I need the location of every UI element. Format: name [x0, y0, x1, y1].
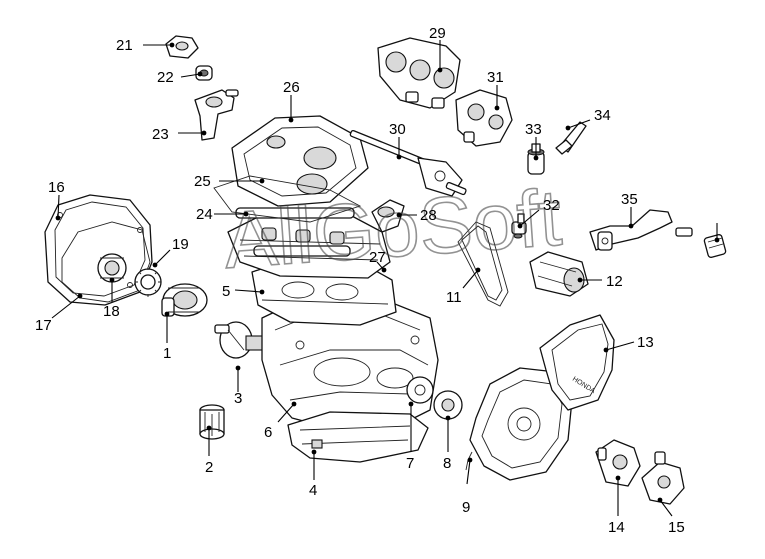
callout-26: 27 [369, 249, 386, 266]
part-24-cover-gasket [213, 175, 362, 223]
callout-25: 26 [283, 79, 300, 96]
part-25-valve-cover [231, 115, 369, 207]
callout-14: 14 [608, 519, 625, 536]
callout-21: 22 [157, 69, 174, 86]
part-27-elbow-fitting [371, 199, 405, 233]
callout-33: 34 [594, 107, 611, 124]
callout-1: 1 [163, 345, 171, 362]
callout-2: 2 [205, 459, 213, 476]
callout-23: 24 [196, 206, 213, 223]
part-29-shift-shaft [349, 129, 467, 197]
callout-3: 3 [234, 390, 242, 407]
callout-16: 16 [48, 179, 65, 196]
part-14-water-pump [595, 439, 641, 487]
part-4-oil-pan [287, 411, 429, 463]
part-30-injector-block [455, 89, 513, 147]
part-33-bracket [555, 121, 587, 155]
part-12-starter-motor [529, 251, 589, 297]
callout-11: 11 [446, 289, 462, 306]
callout-7: 7 [406, 455, 414, 472]
part-2-oil-filter [199, 404, 225, 440]
callout-6: 6 [264, 424, 272, 441]
callout-34: 35 [621, 191, 638, 208]
callout-29: 30 [389, 121, 406, 138]
part-26-cylinder-head [227, 211, 391, 279]
part-9-alternator-cover [465, 367, 573, 481]
callout-31: 32 [543, 197, 560, 214]
part-19-gear-ring [134, 267, 162, 297]
part-13-engine-cover: HONDA [539, 314, 615, 411]
callout-27: 28 [420, 207, 437, 224]
callout-30: 31 [487, 69, 504, 86]
part-22-coolant-housing [194, 89, 239, 141]
callout-32: 33 [525, 121, 542, 138]
callout-28: 29 [429, 25, 446, 42]
part-8-flywheel [433, 390, 463, 420]
leader-dots [55, 42, 720, 503]
part-28-throttle-body [377, 37, 461, 109]
callout-9: 9 [462, 499, 470, 516]
callout-18: 18 [103, 303, 120, 320]
callout-17: 17 [35, 317, 52, 334]
callout-24: 25 [194, 173, 211, 190]
callout-15: 15 [668, 519, 685, 536]
callout-20: 21 [116, 37, 133, 54]
part-21-thermostat [195, 65, 213, 81]
part-15-water-pipe [641, 451, 685, 505]
callout-5: 5 [222, 283, 230, 300]
leader-lines [51, 40, 718, 517]
callout-19: 19 [172, 236, 189, 253]
part-7-pulse-rotor [406, 376, 434, 404]
callout-12: 12 [606, 273, 623, 290]
part-1-starter-clutch [161, 283, 208, 317]
part-11-cam-chain [457, 221, 509, 307]
part-20-thermostat-cover [165, 35, 199, 59]
part-34-shift-lever [589, 209, 693, 251]
callout-4: 4 [309, 482, 317, 499]
callout-22: 23 [152, 126, 169, 143]
part-23-camshaft [235, 207, 355, 257]
part-16-side-cover [44, 194, 153, 306]
part-31-sensor [511, 213, 527, 239]
callout-labels: 21 22 23 25 24 26 28 29 30 31 33 34 35 3… [35, 25, 685, 536]
part-35-pin [703, 234, 727, 258]
callout-13: 13 [637, 334, 654, 351]
callout-8: 8 [443, 455, 451, 472]
